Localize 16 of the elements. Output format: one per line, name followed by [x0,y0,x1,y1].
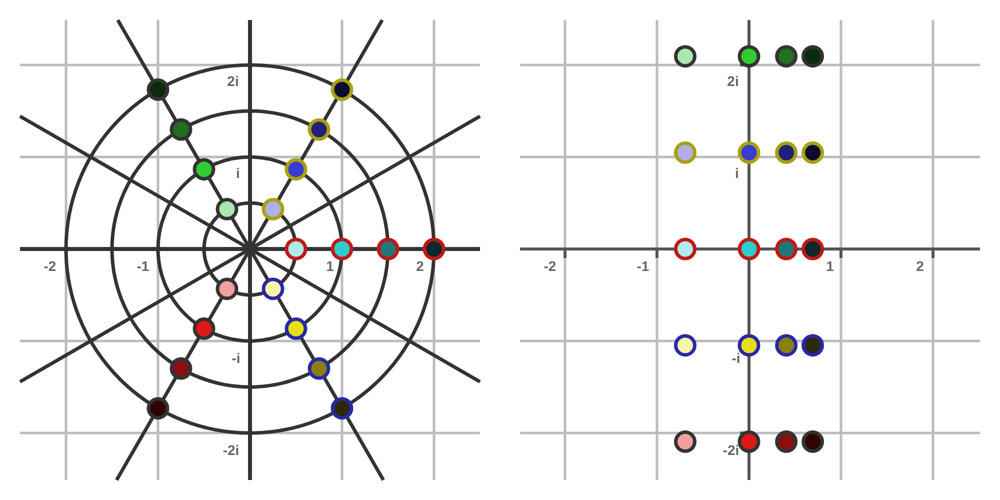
axis-tick-label: 2i [727,74,739,88]
axis-tick-label: -1 [636,259,650,273]
axis-tick-label: 1 [826,259,834,273]
axis-tick-label: 2 [416,259,424,273]
axis-tick-label: -1 [136,259,150,273]
axis-tick-label: -2 [44,259,56,273]
axis-tick-label: 1 [326,259,334,273]
axis-tick-label: -2i [222,443,240,457]
axis-tick-label: i [236,166,240,180]
axis-tick-label: -i [232,351,240,365]
axis-tick-label: -2 [544,259,556,273]
axis-tick-label: 2 [916,259,924,273]
axis-tick-label: -i [732,351,740,365]
axis-tick-label: -2i [722,443,740,457]
axis-tick-label: i [735,166,739,180]
axis-tick-label: 2i [227,74,239,88]
